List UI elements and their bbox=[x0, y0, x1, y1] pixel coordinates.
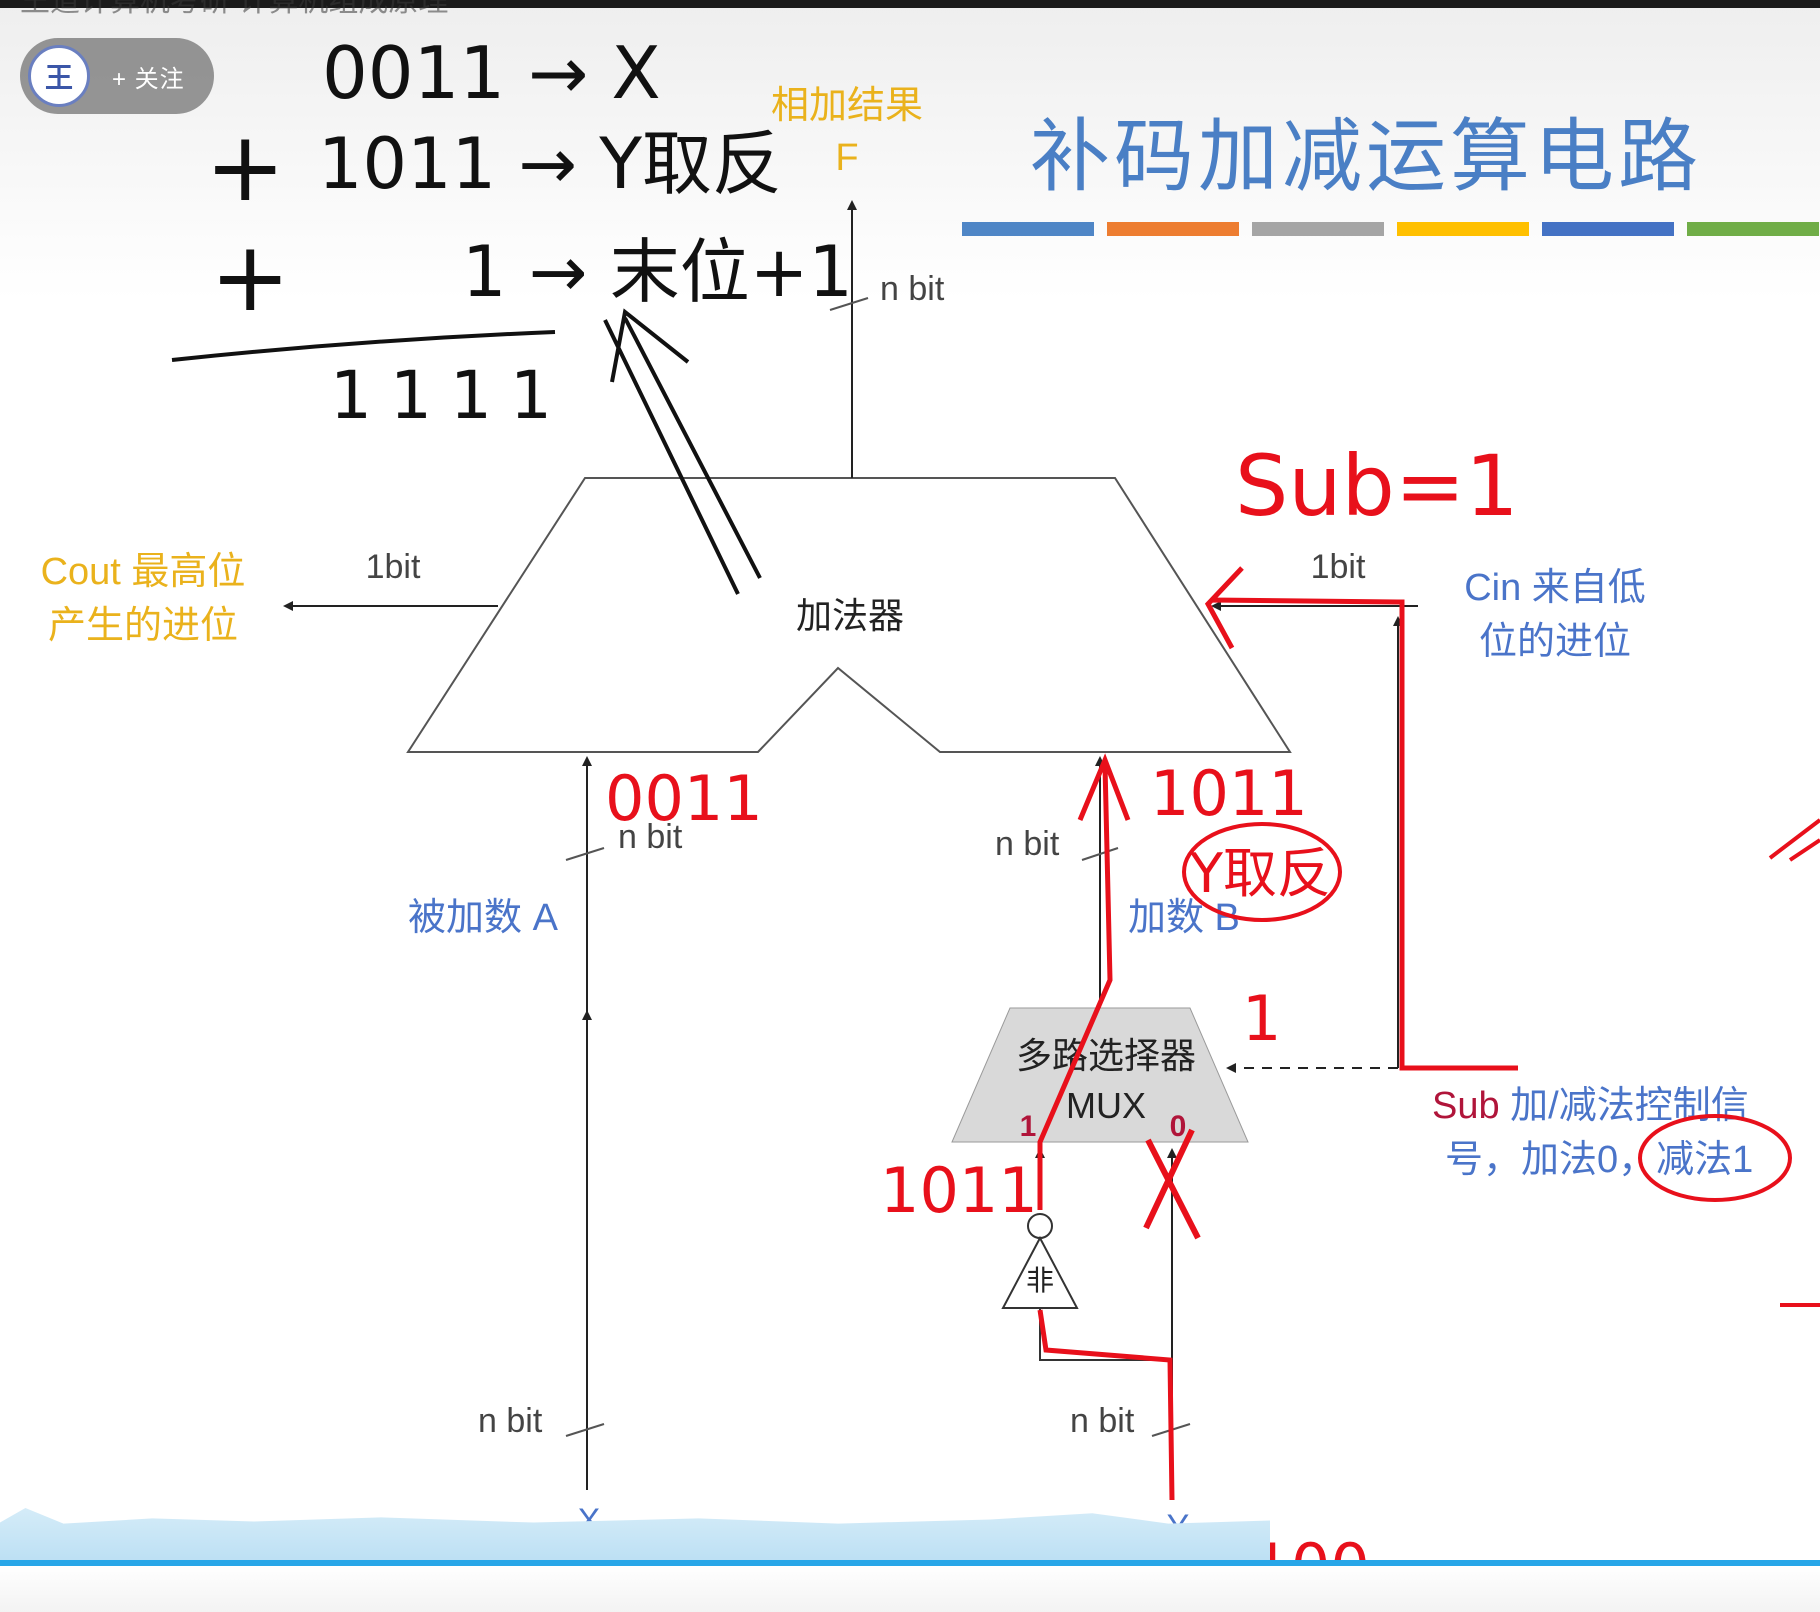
mux-in-value-note: 1011 bbox=[880, 1154, 1038, 1227]
sub-label-rest: 加/减法控制信 bbox=[1500, 1085, 1749, 1127]
sub-signal-note: Sub=1 bbox=[1235, 437, 1519, 535]
color-strip-segment bbox=[1252, 222, 1384, 236]
cout-label-line1: Cout 最高位 bbox=[41, 551, 246, 593]
operand-a-label: 被加数 A bbox=[408, 897, 559, 939]
y-bits-label: n bit bbox=[1070, 1402, 1135, 1440]
output-bits-label: n bit bbox=[880, 270, 945, 308]
cin-label-line2: 位的进位 bbox=[1479, 621, 1631, 663]
mux-select-note: 1 bbox=[1242, 982, 1281, 1055]
mux-label-line2: MUX bbox=[1066, 1085, 1146, 1126]
sub-label-line2: 号，加法0，减法1 bbox=[1445, 1139, 1753, 1181]
cin-label-line1: Cin 来自低 bbox=[1464, 567, 1646, 609]
cin-bits-label: 1bit bbox=[1311, 548, 1366, 586]
mux-input-0-label: 0 bbox=[1170, 1110, 1187, 1143]
video-top-bar: 王道计算机考研 计算机组成原理 bbox=[0, 0, 1820, 18]
video-title: 王道计算机考研 计算机组成原理 bbox=[20, 0, 449, 18]
video-progress-line[interactable] bbox=[0, 1560, 1820, 1566]
mux-shape bbox=[951, 1007, 1249, 1143]
red-edge-mark-1 bbox=[1768, 818, 1820, 862]
calc-line3-op: + bbox=[210, 221, 290, 333]
result-var: F bbox=[835, 137, 858, 179]
calc-line2-op: + bbox=[205, 111, 285, 223]
color-strip-segment bbox=[1542, 222, 1674, 236]
cout-bits-label: 1bit bbox=[366, 548, 421, 586]
b-note: Y取反 bbox=[1189, 842, 1331, 905]
red-sub-path bbox=[1204, 566, 1518, 1071]
follow-label: + 关注 bbox=[112, 65, 185, 93]
calc-line3: 1 → 末位+1 bbox=[462, 231, 853, 313]
mux-input-1-label: 1 bbox=[1020, 1110, 1037, 1143]
b-note-circle bbox=[1182, 822, 1342, 922]
result-label: 相加结果 bbox=[771, 85, 923, 127]
mux-label-line1: 多路选择器 bbox=[1016, 1035, 1196, 1076]
sub-minus1-circle bbox=[1638, 1114, 1792, 1202]
handwritten-calculation: 0011 → X + 1011 → Y取反 + 1 → 末位+1 1111 bbox=[171, 31, 853, 595]
b-bus-tick bbox=[1081, 847, 1119, 861]
sub-keyword: Sub bbox=[1432, 1085, 1500, 1127]
adder-label: 加法器 bbox=[796, 595, 904, 636]
calc-sum-line bbox=[171, 330, 556, 362]
slide-title: 补码加减运算电路 bbox=[1030, 110, 1702, 203]
operand-b-label: 加数 B bbox=[1128, 897, 1240, 939]
a-bits-label: n bit bbox=[618, 818, 683, 856]
red-mux-path bbox=[1037, 753, 1175, 1501]
calc-line2: 1011 → Y取反 bbox=[318, 123, 782, 205]
x-bits-label: n bit bbox=[478, 1402, 543, 1440]
a-bus-tick-top bbox=[565, 847, 605, 861]
color-strip-segment bbox=[1107, 222, 1239, 236]
color-strip-segment bbox=[1687, 222, 1819, 236]
b-bits-label: n bit bbox=[995, 825, 1060, 863]
color-strip bbox=[962, 222, 1819, 236]
a-bus-tick-bottom bbox=[565, 1423, 605, 1437]
calc-line1: 0011 → X bbox=[322, 31, 661, 115]
color-strip-segment bbox=[1397, 222, 1529, 236]
output-bus-tick bbox=[829, 297, 869, 311]
bottom-fade bbox=[0, 1566, 1820, 1612]
a-value-note: 0011 bbox=[605, 762, 763, 835]
follow-button[interactable]: 王 + 关注 bbox=[20, 38, 214, 114]
color-strip-segment bbox=[962, 222, 1094, 236]
channel-avatar-icon: 王 bbox=[28, 45, 90, 107]
cout-label-line2: 产生的进位 bbox=[48, 605, 238, 647]
mux-in0-cross bbox=[1143, 1128, 1201, 1240]
b-value-note: 1011 bbox=[1150, 757, 1308, 830]
sub-label-line1: Sub 加/减法控制信 bbox=[1432, 1085, 1749, 1127]
calc-result: 1111 bbox=[330, 357, 570, 434]
adder-shape bbox=[406, 477, 1292, 753]
pointer-arrow-stroke bbox=[603, 308, 762, 595]
not-gate-label: 非 bbox=[1026, 1265, 1054, 1296]
